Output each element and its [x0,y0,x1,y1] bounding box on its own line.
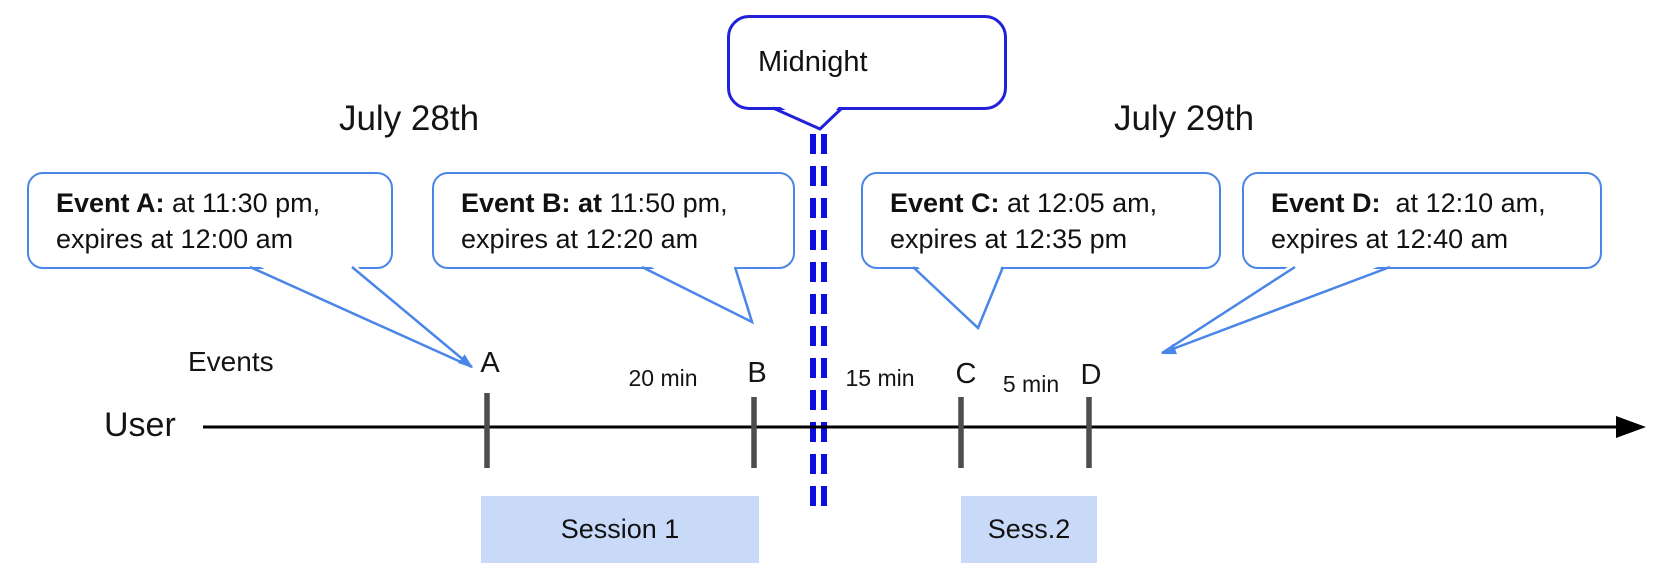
callout-event-d: Event D: at 12:10 am, expires at 12:40 a… [1242,172,1602,269]
callout-event-a: Event A: at 11:30 pm, expires at 12:00 a… [27,172,393,269]
callout-event-c: Event C: at 12:05 am, expires at 12:35 p… [861,172,1221,269]
callout-c-tail [912,262,1005,331]
interval-20min: 20 min [628,365,698,391]
callout-b-tail [641,262,755,325]
callout-a-arrowhead [457,354,473,368]
event-tick-marks [484,393,1092,468]
midnight-callout: Midnight [727,15,1007,110]
tick-label-b: B [747,357,767,389]
timeline-arrowhead [1616,416,1646,438]
interval-15min: 15 min [845,365,915,391]
session-2-box: Sess.2 [961,496,1097,563]
date-july-29: July 29th [1113,99,1255,138]
user-row-label: User [104,406,176,444]
timeline-axis [203,416,1646,438]
session-1-box: Session 1 [481,496,759,563]
events-row-label: Events [188,346,274,377]
callout-b-line1: Event B: at 11:50 pm, [461,188,728,218]
callout-d-tail [1161,262,1391,355]
session-1-label: Session 1 [560,514,680,544]
tick-label-a: A [480,347,500,379]
callout-d-arrowhead [1161,343,1177,355]
callout-c-line2: expires at 12:35 pm [890,224,1128,254]
midnight-dashed-line [810,134,827,508]
callout-a-line2: expires at 12:00 am [56,224,294,254]
tick-label-d: D [1080,359,1102,391]
interval-5min: 5 min [1002,371,1060,397]
tick-label-c: C [955,358,977,390]
callout-d-line1: Event D: at 12:10 am, [1271,188,1546,218]
callout-a-tail [249,262,473,369]
callout-d-line2: expires at 12:40 am [1271,224,1509,254]
callout-a-line1: Event A: at 11:30 pm, [56,188,321,218]
callout-b-line2: expires at 12:20 am [461,224,699,254]
date-july-28: July 28th [338,99,480,138]
callout-c-line1: Event C: at 12:05 am, [890,188,1158,218]
midnight-label: Midnight [758,46,868,78]
session-2-label: Sess.2 [987,514,1071,544]
callout-event-b: Event B: at 11:50 pm, expires at 12:20 a… [432,172,795,269]
